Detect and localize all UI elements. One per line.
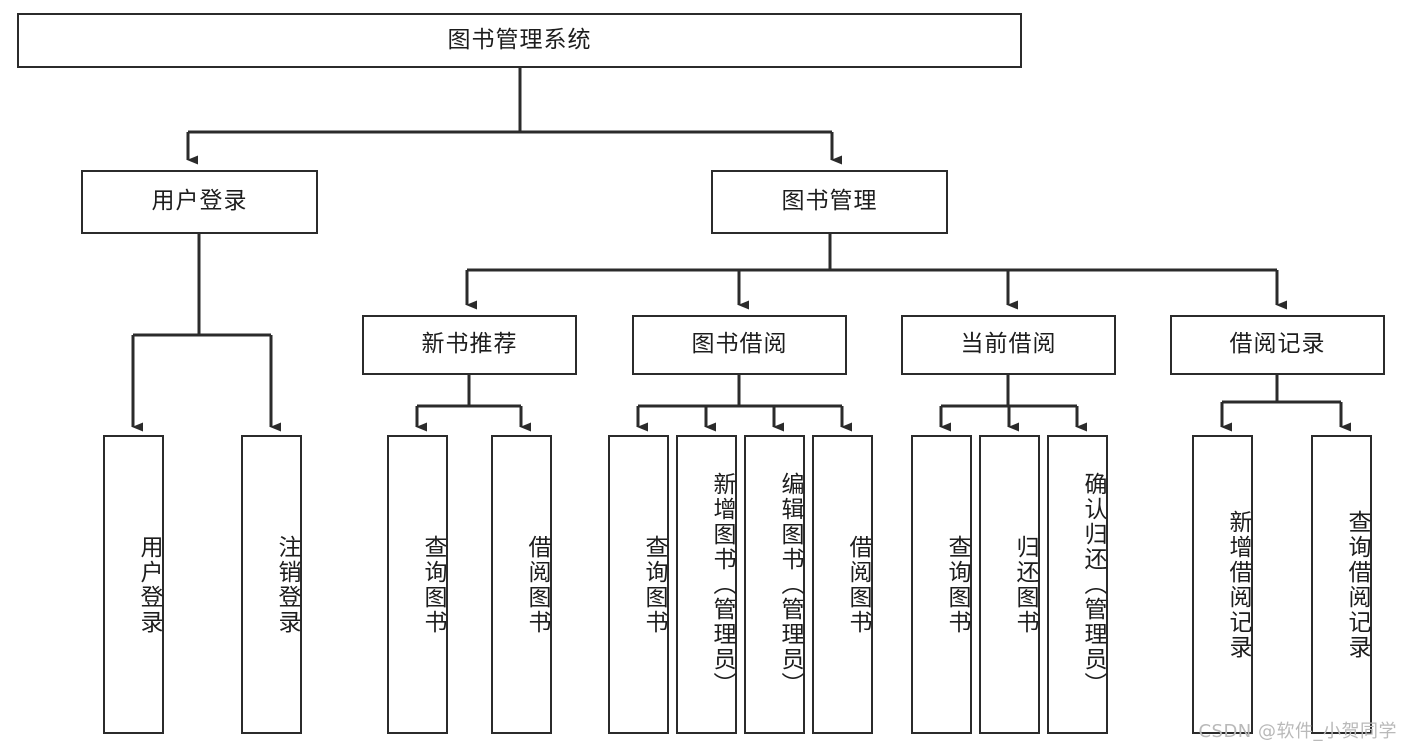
node-leaf-logout-label: 注销登录 bbox=[274, 534, 300, 635]
node-book-borrow[interactable]: 图书借阅 bbox=[632, 315, 847, 375]
node-leaf-query-record[interactable]: 查询借阅记录 bbox=[1311, 435, 1372, 734]
node-new-book-rec[interactable]: 新书推荐 bbox=[362, 315, 577, 375]
node-book-borrow-label: 图书借阅 bbox=[691, 331, 788, 358]
node-leaf-borrow-book-1-label: 借阅图书 bbox=[524, 534, 550, 635]
node-leaf-user-login[interactable]: 用户登录 bbox=[103, 435, 164, 734]
node-leaf-edit-book-label: 编辑图书（管理员） bbox=[777, 472, 803, 697]
node-leaf-add-book-label: 新增图书（管理员） bbox=[709, 472, 735, 697]
node-leaf-query-book-3-label: 查询图书 bbox=[944, 534, 970, 635]
node-leaf-confirm-return[interactable]: 确认归还（管理员） bbox=[1047, 435, 1108, 734]
node-leaf-confirm-return-label: 确认归还（管理员） bbox=[1080, 472, 1106, 697]
node-leaf-return-book[interactable]: 归还图书 bbox=[979, 435, 1040, 734]
node-user-login-label: 用户登录 bbox=[151, 188, 248, 215]
node-leaf-add-record-label: 新增借阅记录 bbox=[1225, 509, 1251, 660]
node-new-book-rec-label: 新书推荐 bbox=[421, 331, 518, 358]
node-leaf-edit-book[interactable]: 编辑图书（管理员） bbox=[744, 435, 805, 734]
node-leaf-query-book-2[interactable]: 查询图书 bbox=[608, 435, 669, 734]
node-leaf-user-login-label: 用户登录 bbox=[136, 534, 162, 635]
node-leaf-query-book-3[interactable]: 查询图书 bbox=[911, 435, 972, 734]
node-root[interactable]: 图书管理系统 bbox=[17, 13, 1022, 68]
node-book-manage[interactable]: 图书管理 bbox=[711, 170, 948, 234]
node-book-manage-label: 图书管理 bbox=[781, 188, 878, 215]
node-leaf-query-book-1[interactable]: 查询图书 bbox=[387, 435, 448, 734]
node-borrow-record[interactable]: 借阅记录 bbox=[1170, 315, 1385, 375]
node-leaf-borrow-book-2[interactable]: 借阅图书 bbox=[812, 435, 873, 734]
node-leaf-query-book-2-label: 查询图书 bbox=[641, 534, 667, 635]
node-root-label: 图书管理系统 bbox=[447, 26, 592, 53]
node-borrow-record-label: 借阅记录 bbox=[1229, 331, 1326, 358]
node-leaf-add-record[interactable]: 新增借阅记录 bbox=[1192, 435, 1253, 734]
node-leaf-query-book-1-label: 查询图书 bbox=[420, 534, 446, 635]
node-leaf-logout[interactable]: 注销登录 bbox=[241, 435, 302, 734]
node-leaf-query-record-label: 查询借阅记录 bbox=[1344, 509, 1370, 660]
node-leaf-add-book[interactable]: 新增图书（管理员） bbox=[676, 435, 737, 734]
node-leaf-borrow-book-1[interactable]: 借阅图书 bbox=[491, 435, 552, 734]
node-user-login[interactable]: 用户登录 bbox=[81, 170, 318, 234]
node-current-borrow[interactable]: 当前借阅 bbox=[901, 315, 1116, 375]
node-current-borrow-label: 当前借阅 bbox=[960, 331, 1057, 358]
csdn-watermark: CSDN @软件_小贺同学 bbox=[1198, 721, 1397, 742]
node-leaf-return-book-label: 归还图书 bbox=[1012, 534, 1038, 635]
node-leaf-borrow-book-2-label: 借阅图书 bbox=[845, 534, 871, 635]
